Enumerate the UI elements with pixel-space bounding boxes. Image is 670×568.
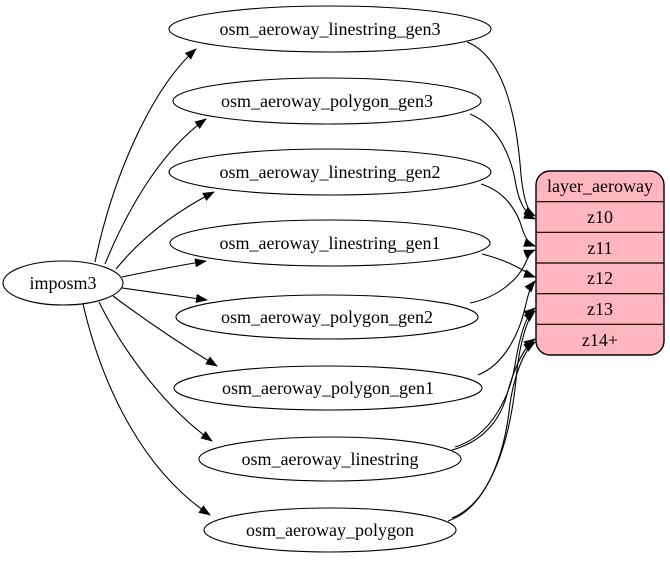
layer-node: layer_aeroway z10 z11 z12 z13 z14+ <box>535 170 665 356</box>
table-label: osm_aeroway_polygon_gen2 <box>221 307 433 327</box>
table-label: osm_aeroway_linestring_gen3 <box>220 19 441 39</box>
table-node-linestring: osm_aeroway_linestring <box>198 436 462 482</box>
table-label: osm_aeroway_polygon_gen1 <box>222 378 434 398</box>
edge-linestring-to-z14 <box>451 338 536 451</box>
table-label: osm_aeroway_linestring_gen2 <box>220 162 441 182</box>
layer-row-z13: z13 <box>587 299 613 319</box>
layer-row-z14: z14+ <box>582 330 618 350</box>
edge-polygon-to-z14 <box>447 341 536 522</box>
edge-imposm3-to-polygon-gen1 <box>112 295 218 367</box>
edge-polygon-gen3-to-z10 <box>469 113 536 220</box>
table-ellipse <box>175 294 479 340</box>
edge-imposm3-to-polygon-gen3 <box>104 118 207 265</box>
table-node-polygon-gen2: osm_aeroway_polygon_gen2 <box>175 294 479 340</box>
edge-imposm3-to-linestring-gen3 <box>94 48 197 263</box>
table-ellipse <box>198 436 462 482</box>
edge-linestring-to-z13 <box>454 307 536 448</box>
layer-row-z11: z11 <box>587 238 612 258</box>
table-label: osm_aeroway_polygon_gen3 <box>221 91 433 111</box>
table-node-linestring-gen2: osm_aeroway_linestring_gen2 <box>168 148 492 196</box>
edges-tables-to-layer <box>447 41 536 522</box>
edges-source-to-tables <box>82 48 218 516</box>
imposm3-label: imposm3 <box>29 273 96 293</box>
imposm3-node: imposm3 <box>2 260 124 306</box>
table-node-linestring-gen3: osm_aeroway_linestring_gen3 <box>168 5 492 53</box>
edge-imposm3-to-linestring <box>98 301 213 442</box>
edge-polygon-gen1-to-z12 <box>477 280 536 376</box>
edge-polygon-to-z13 <box>451 310 536 519</box>
table-node-polygon-gen3: osm_aeroway_polygon_gen3 <box>172 77 482 125</box>
edge-imposm3-to-polygon-gen2 <box>121 287 208 303</box>
table-node-polygon-gen1: osm_aeroway_polygon_gen1 <box>173 365 483 411</box>
table-node-polygon: osm_aeroway_polygon <box>203 507 457 553</box>
edge-linestring-gen2-to-z11 <box>480 183 536 247</box>
table-label: osm_aeroway_polygon <box>246 520 414 540</box>
layer-row-z12: z12 <box>587 268 613 288</box>
table-ellipse <box>168 5 492 53</box>
table-ellipse <box>203 507 457 553</box>
edge-linestring-gen3-to-z10 <box>466 41 536 217</box>
table-ellipse <box>169 219 491 267</box>
edge-polygon-gen2-to-z11 <box>469 249 536 304</box>
layer-title: layer_aeroway <box>547 176 653 196</box>
edge-linestring-gen1-to-z12 <box>481 253 536 278</box>
edge-imposm3-to-linestring-gen2 <box>115 191 215 270</box>
table-label: osm_aeroway_linestring <box>242 449 419 469</box>
table-label: osm_aeroway_linestring_gen1 <box>220 233 441 253</box>
imposm3-ellipse <box>2 260 124 306</box>
table-node-linestring-gen1: osm_aeroway_linestring_gen1 <box>169 219 491 267</box>
edge-imposm3-to-polygon <box>82 303 211 516</box>
edge-imposm3-to-linestring-gen1 <box>121 258 207 278</box>
layer-row-z10: z10 <box>587 207 613 227</box>
table-ellipse <box>172 77 482 125</box>
table-ellipse <box>168 148 492 196</box>
table-ellipse <box>173 365 483 411</box>
